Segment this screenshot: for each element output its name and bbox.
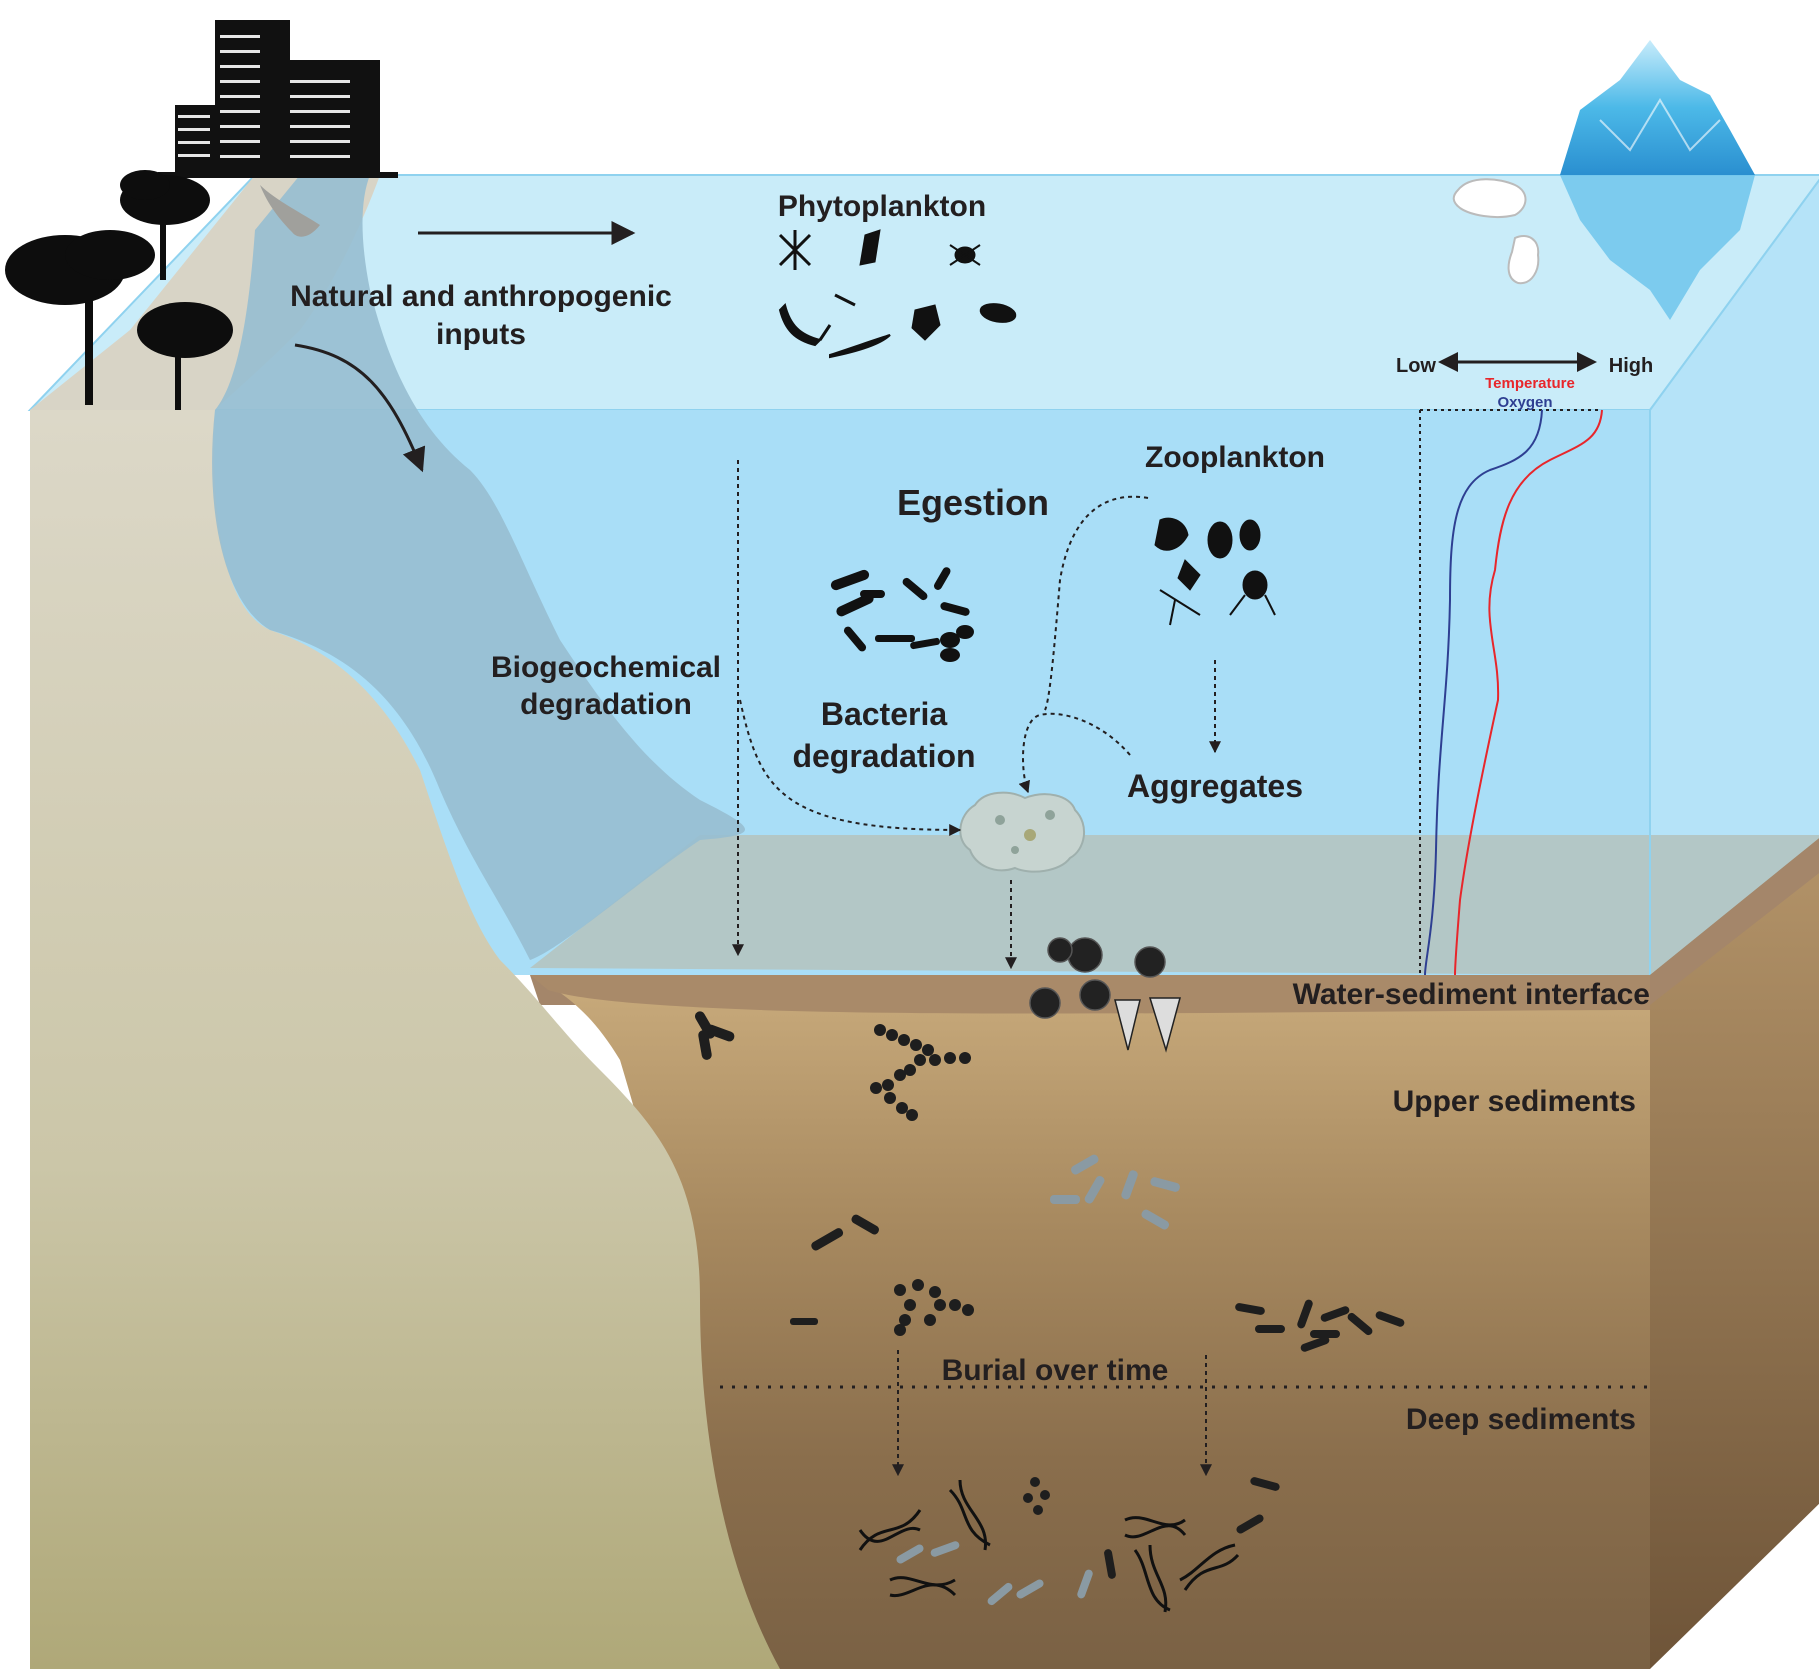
inputs-arrow-down	[294, 343, 426, 473]
arrow-left-head	[1438, 352, 1458, 372]
sediment-right-face	[1650, 838, 1819, 1669]
bacteria-icon	[695, 1011, 1405, 1606]
bacteria-arrow	[739, 699, 962, 836]
label-aggregates: Aggregates	[1127, 768, 1303, 804]
arrows	[294, 221, 1648, 1477]
cliff-land	[30, 410, 780, 1669]
phytoplankton-icon	[778, 229, 1017, 359]
label-biogeo-line2: degradation	[520, 688, 692, 721]
sediment-block	[530, 838, 1819, 1669]
ice-floe-icon	[1452, 178, 1540, 285]
temperature-profile	[1454, 409, 1603, 976]
zooplankton-icon	[1154, 517, 1276, 626]
label-upper-sediments: Upper sediments	[1393, 1085, 1636, 1118]
river-source	[260, 185, 320, 237]
label-deep-sediments: Deep sediments	[1406, 1403, 1636, 1436]
river-inflow	[212, 175, 745, 960]
arrow-right-head	[1577, 352, 1597, 372]
profile-low: Low	[1396, 355, 1436, 377]
profile-high: High	[1609, 355, 1653, 377]
label-biogeo-line1: Biogeochemical	[491, 651, 721, 684]
iceberg-icon	[1560, 40, 1755, 320]
depth-profile	[1419, 352, 1603, 976]
profile-oxygen: Oxygen	[1497, 394, 1552, 411]
fecal-pellet-icon	[830, 567, 974, 662]
egestion-arrow	[1044, 495, 1149, 711]
label-phytoplankton: Phytoplankton	[778, 190, 986, 223]
profile-temperature: Temperature	[1485, 375, 1575, 392]
water-bottom-haze	[530, 835, 1819, 975]
city-buildings-icon	[158, 20, 398, 178]
label-bacteria-line1: Bacteria	[821, 696, 948, 732]
label-burial: Burial over time	[942, 1354, 1169, 1387]
dna-icon	[858, 1479, 1240, 1613]
label-zooplankton: Zooplankton	[1145, 441, 1325, 474]
label-inputs-line2: inputs	[436, 318, 526, 351]
label-bacteria-line2: degradation	[792, 738, 975, 774]
sediment-front-face	[530, 975, 1650, 1669]
labels: Natural and anthropogenic inputs Phytopl…	[290, 190, 1653, 1436]
tree-icon	[5, 170, 233, 410]
label-egestion: Egestion	[897, 482, 1049, 523]
oxygen-profile	[1424, 409, 1543, 976]
foraminifera-icon	[1029, 937, 1181, 1053]
label-inputs-line1: Natural and anthropogenic	[290, 280, 672, 313]
aggregate-icon	[959, 791, 1085, 873]
label-water-sediment: Water-sediment interface	[1293, 978, 1650, 1011]
